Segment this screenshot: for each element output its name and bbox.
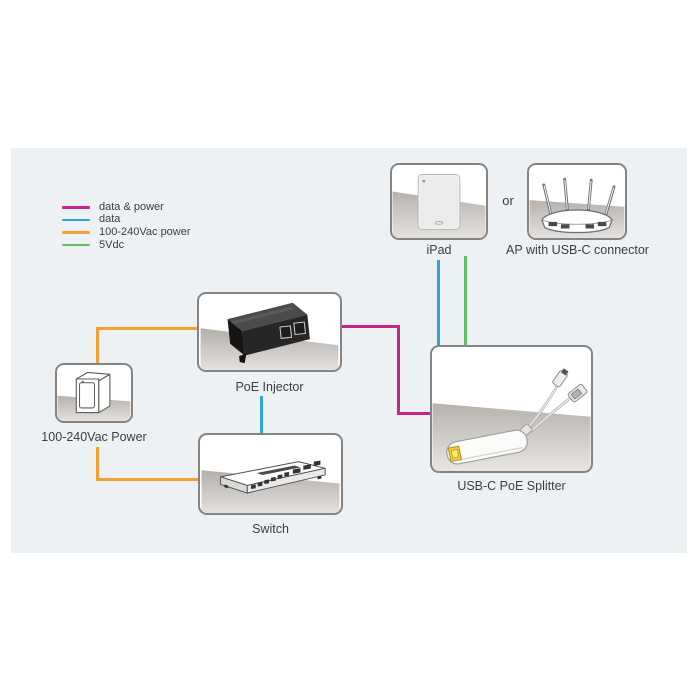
legend-item-data-power: data & power — [62, 201, 191, 214]
legend-label: data — [99, 213, 121, 226]
connection-injector-to-splitter-h2 — [397, 412, 433, 415]
connection-splitter-to-ipad-data — [437, 260, 440, 346]
legend-label: data & power — [99, 200, 164, 213]
legend-item-ac-power: 100-240Vac power — [62, 226, 191, 239]
ipad-label: iPad — [426, 243, 452, 257]
power-node-box — [55, 363, 133, 423]
legend-swatch-blue — [62, 218, 90, 222]
or-label: or — [502, 193, 514, 208]
injector-label: PoE Injector — [235, 380, 304, 394]
switch-node-box — [198, 433, 343, 515]
power-label: 100-240Vac Power — [41, 430, 147, 444]
connection-switch-to-injector-data — [260, 396, 263, 434]
connection-power-to-switch-h — [96, 478, 199, 481]
access-point-illustration — [529, 177, 625, 238]
legend-item-5vdc: 5Vdc — [62, 239, 191, 252]
legend-swatch-green — [62, 243, 90, 247]
legend-swatch-magenta — [62, 206, 90, 209]
ipad-node-box — [390, 163, 488, 240]
splitter-node-box — [430, 345, 593, 473]
connection-splitter-to-device-5vdc — [464, 256, 467, 346]
switch-label: Switch — [252, 522, 289, 536]
connection-power-to-switch-v — [96, 447, 99, 481]
connection-power-to-injector-h — [96, 327, 197, 330]
legend-swatch-orange — [62, 231, 90, 234]
ap-label: AP with USB-C connector — [506, 243, 649, 257]
connection-injector-to-splitter-v — [397, 325, 400, 415]
ap-node-box — [527, 163, 627, 240]
ipad-illustration — [392, 174, 486, 238]
connection-power-to-injector-v — [96, 327, 99, 365]
poe-injector-illustration — [200, 302, 339, 370]
injector-node-box — [197, 292, 342, 372]
legend-label: 100-240Vac power — [99, 225, 191, 238]
legend-label: 5Vdc — [99, 238, 125, 251]
splitter-label: USB-C PoE Splitter — [457, 479, 566, 493]
connection-injector-to-splitter-h1 — [341, 325, 400, 328]
legend-item-data: data — [62, 214, 191, 227]
switch-illustration — [201, 460, 340, 513]
usbc-poe-splitter-illustration — [432, 368, 591, 471]
legend: data & power data 100-240Vac power 5Vdc — [62, 201, 191, 251]
ac-power-illustration — [57, 371, 131, 421]
